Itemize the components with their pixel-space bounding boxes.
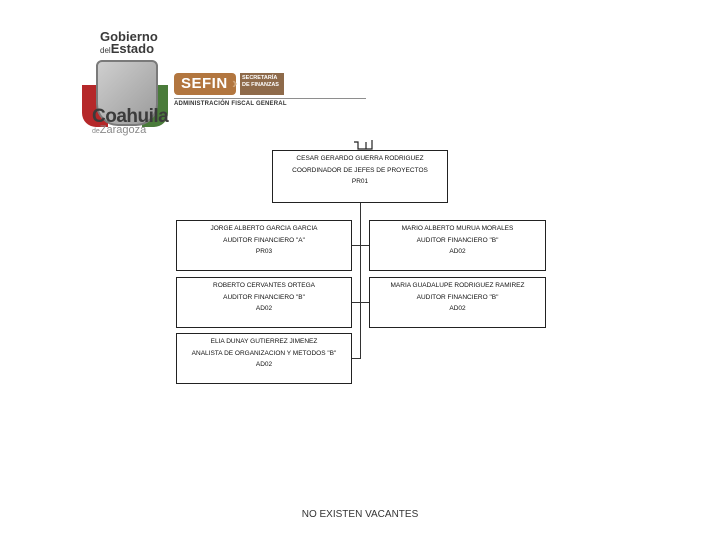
person-name: ELIA DUNAY GUTIERREZ JIMENEZ xyxy=(210,338,318,345)
org-branch-line-3 xyxy=(352,358,361,359)
connector-handle-icon xyxy=(354,140,373,150)
logo-zaragoza-line: deZaragoza xyxy=(92,124,146,136)
person-code: AD02 xyxy=(255,305,273,312)
person-name: MARIO ALBERTO MURUA MORALES xyxy=(401,225,514,232)
logo-del-text: del xyxy=(100,46,111,55)
org-branch-line-2 xyxy=(352,302,370,303)
person-title: COORDINADOR DE JEFES DE PROYECTOS xyxy=(292,166,428,174)
person-name: JORGE ALBERTO GARCIA GARCIA xyxy=(210,225,318,232)
footer-note: NO EXISTEN VACANTES xyxy=(301,509,419,520)
chevron-right-icon: › xyxy=(232,75,238,92)
logo-divider xyxy=(174,98,366,99)
org-branch-line-1 xyxy=(352,245,370,246)
org-trunk-line xyxy=(360,203,361,358)
person-title: ANALISTA DE ORGANIZACION Y METODOS "B" xyxy=(191,349,337,357)
sefin-badge xyxy=(174,73,236,95)
org-box-left-1: JORGE ALBERTO GARCIA GARCIA AUDITOR FINA… xyxy=(176,220,352,271)
secretaria-text: SECRETARÍA DE FINANZAS xyxy=(242,75,279,88)
person-title: AUDITOR FINANCIERO "A" xyxy=(223,236,305,244)
person-name: MARIA GUADALUPE RODRIGUEZ RAMIREZ xyxy=(390,282,525,289)
logo-estado-text: Estado xyxy=(110,41,155,56)
person-title: AUDITOR FINANCIERO "B" xyxy=(223,293,305,301)
administracion-text: ADMINISTRACIÓN FISCAL GENERAL xyxy=(174,101,287,107)
org-box-left-3: ELIA DUNAY GUTIERREZ JIMENEZ ANALISTA DE… xyxy=(176,333,352,384)
person-code: PR03 xyxy=(255,248,273,255)
logo-zaragoza-text: Zaragoza xyxy=(99,124,147,136)
person-code: AD02 xyxy=(449,305,466,312)
person-code: AD02 xyxy=(255,361,273,368)
person-name: CESAR GERARDO GUERRA RODRIGUEZ xyxy=(296,155,424,162)
org-box-head: CESAR GERARDO GUERRA RODRIGUEZ COORDINAD… xyxy=(272,150,448,203)
logo-estado-line: delEstado xyxy=(100,42,154,58)
person-code: PR01 xyxy=(351,178,369,185)
org-box-right-1: MARIO ALBERTO MURUA MORALES AUDITOR FINA… xyxy=(369,220,546,271)
person-title: AUDITOR FINANCIERO "B" xyxy=(416,236,499,244)
org-box-right-2: MARIA GUADALUPE RODRIGUEZ RAMIREZ AUDITO… xyxy=(369,277,546,328)
person-code: AD02 xyxy=(449,248,466,255)
logo-de-text: de xyxy=(92,128,100,135)
org-box-left-2: ROBERTO CERVANTES ORTEGA AUDITOR FINANCI… xyxy=(176,277,352,328)
person-name: ROBERTO CERVANTES ORTEGA xyxy=(213,282,315,289)
coat-of-arms-icon xyxy=(96,60,158,126)
sefin-text: SEFIN xyxy=(181,75,228,92)
gobierno-coahuila-logo: Gobierno delEstado Coahuila deZaragoza S… xyxy=(78,30,368,140)
logo-gobierno-text: Gobierno xyxy=(100,29,158,44)
secretaria-badge xyxy=(240,73,284,95)
logo-coahuila-text: Coahuila xyxy=(92,106,169,127)
person-title: AUDITOR FINANCIERO "B" xyxy=(416,293,499,301)
